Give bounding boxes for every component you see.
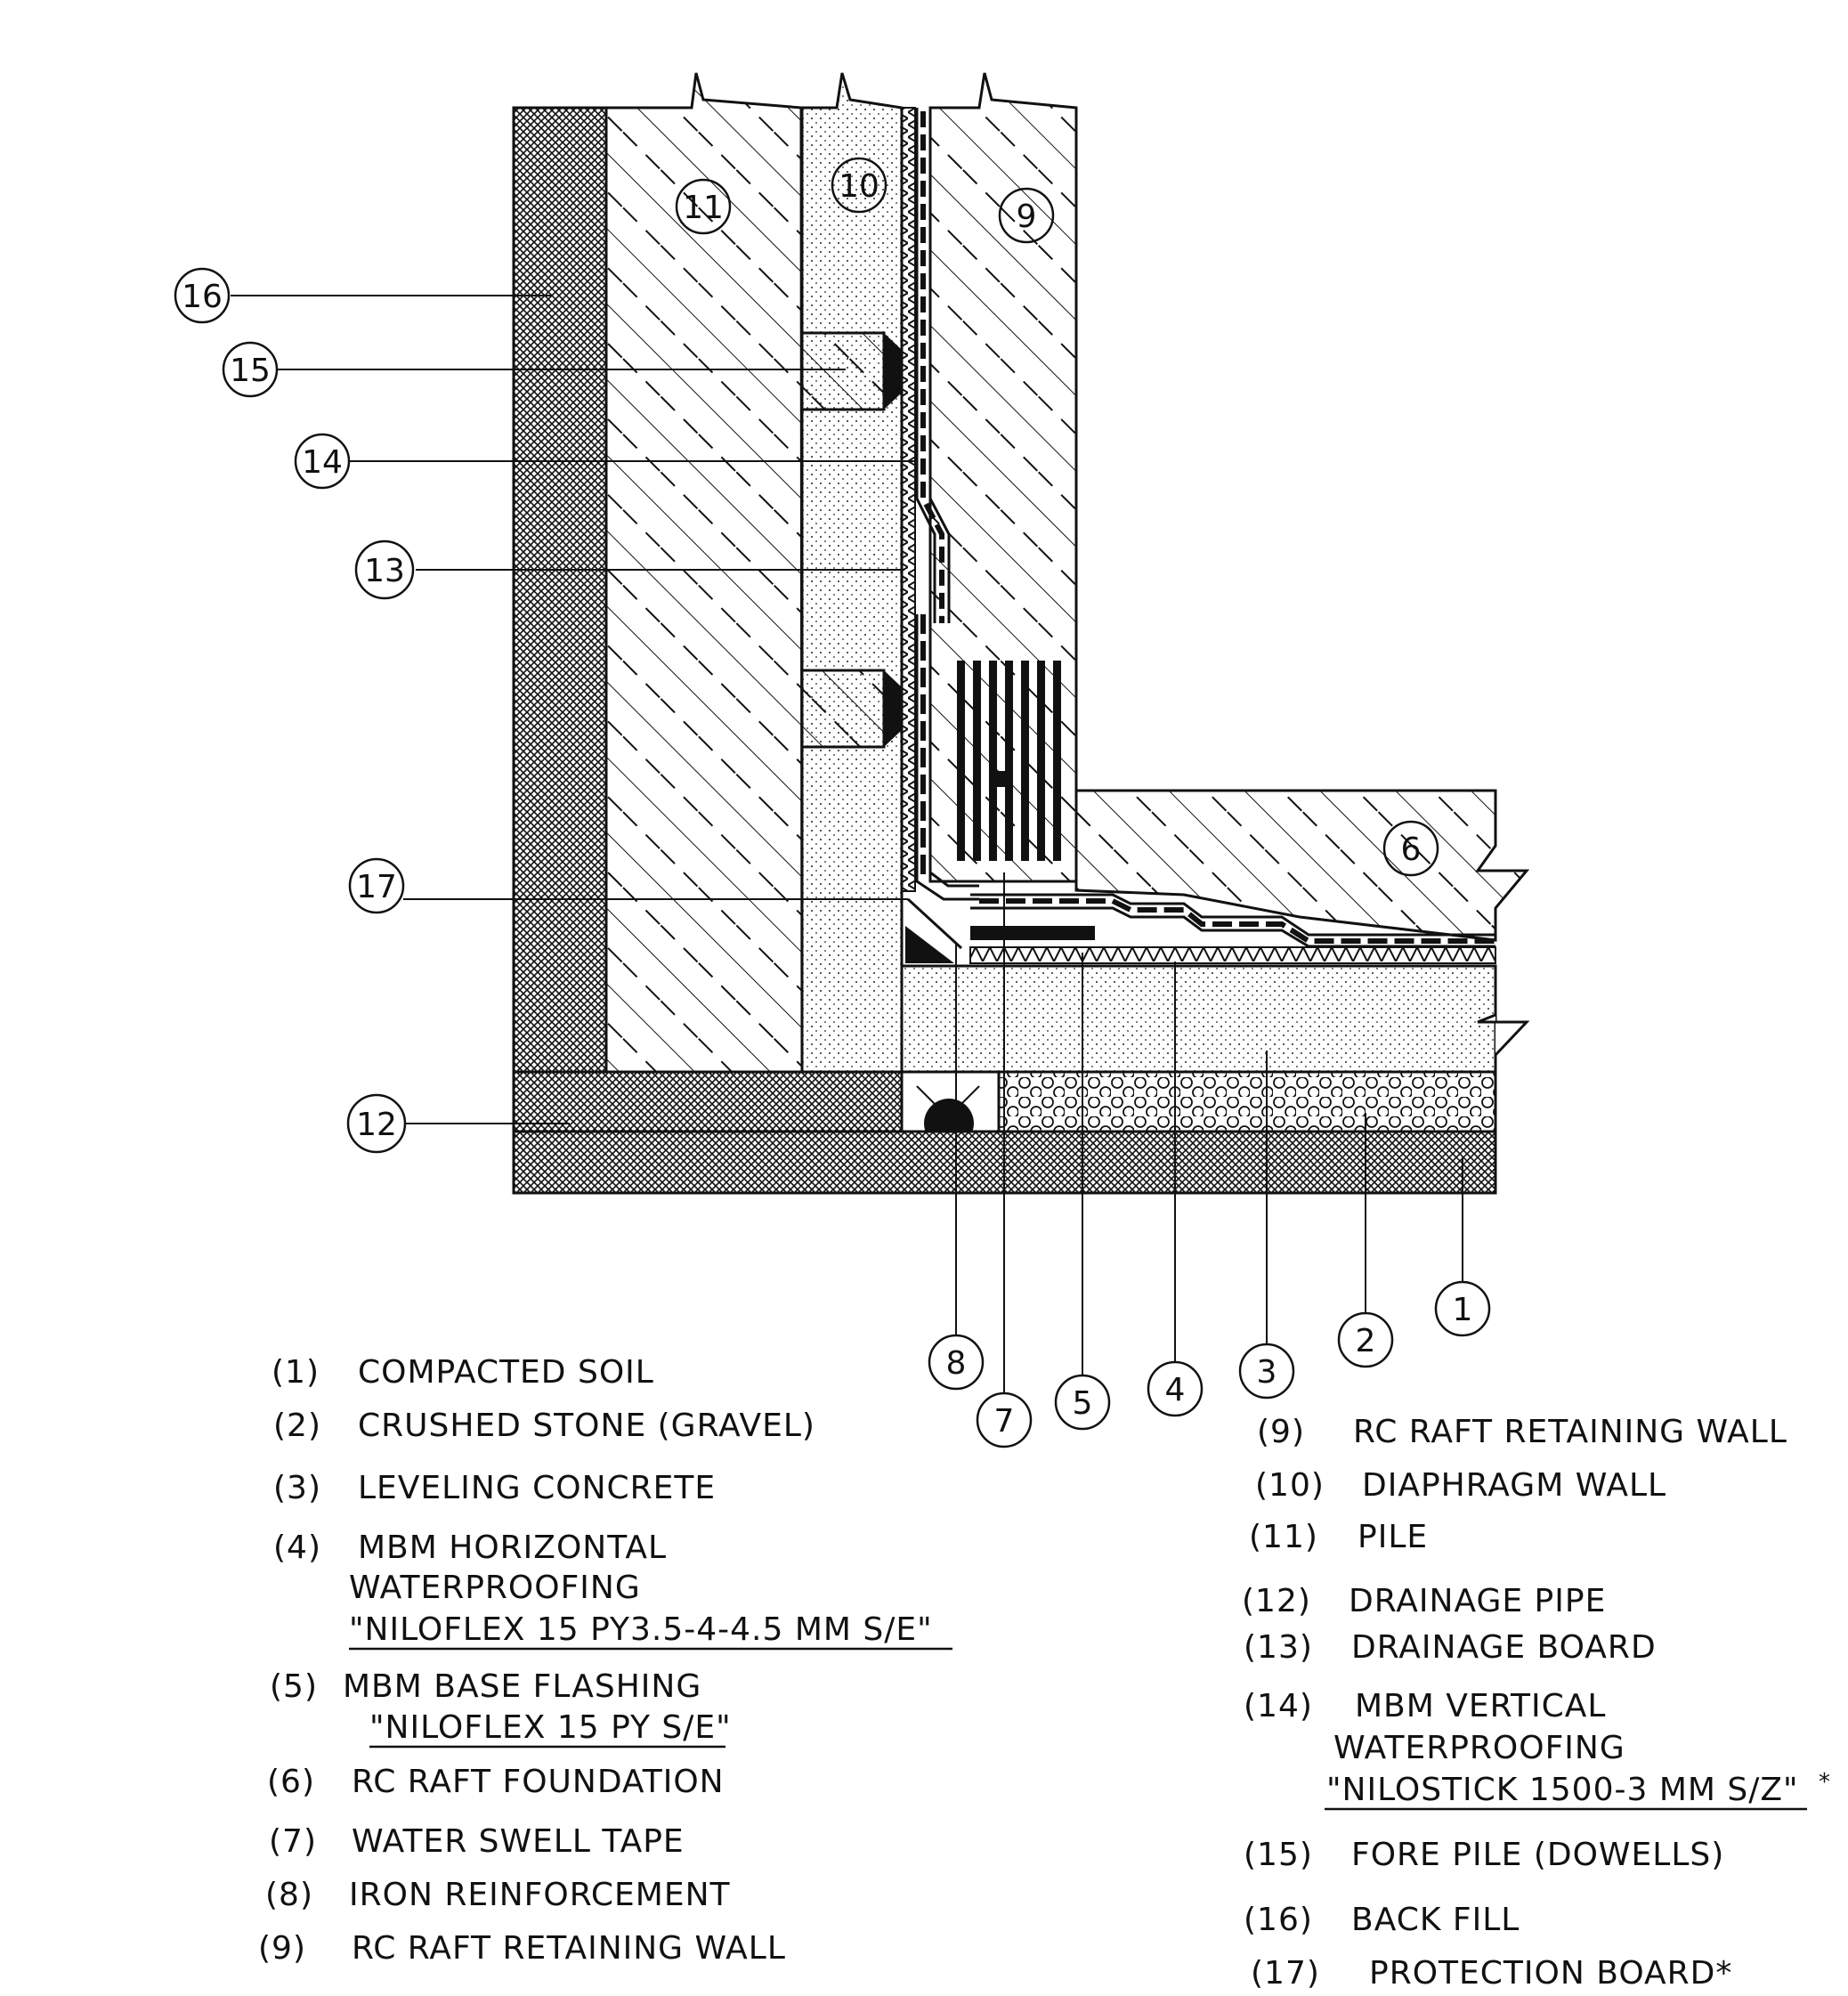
legend-num: (10) xyxy=(1255,1467,1325,1504)
raft-foundation-section xyxy=(1074,789,1530,942)
callout-7: 7 xyxy=(976,1392,1033,1448)
legend-num: (9) xyxy=(1257,1414,1305,1450)
svg-text:11: 11 xyxy=(683,190,724,226)
legend-label: DRAINAGE BOARD xyxy=(1351,1629,1657,1666)
leader-lines xyxy=(231,295,1463,1400)
svg-text:1: 1 xyxy=(1453,1292,1473,1328)
callout-8: 8 xyxy=(928,1334,985,1391)
svg-text:15: 15 xyxy=(230,353,271,389)
svg-text:8: 8 xyxy=(946,1345,967,1382)
legend-right: (9) RC RAFT RETAINING WALL (10) DIAPHRAG… xyxy=(1242,1414,1831,1992)
callout-5: 5 xyxy=(1054,1374,1111,1431)
svg-text:3: 3 xyxy=(1257,1354,1277,1391)
callout-11: 11 xyxy=(675,178,732,235)
legend-num: (1) xyxy=(272,1354,320,1391)
legend-num: (17) xyxy=(1251,1955,1320,1992)
iron-reinforcement xyxy=(957,661,1061,861)
legend-num: (16) xyxy=(1244,1902,1313,1938)
legend-label: "NILOSTICK 1500-3 MM S/Z" xyxy=(1326,1772,1799,1808)
legend-num: (8) xyxy=(265,1877,313,1913)
horizontal-waterproofing xyxy=(970,893,1495,948)
legend-label: COMPACTED SOIL xyxy=(358,1354,654,1391)
legend-label: RC RAFT FOUNDATION xyxy=(352,1764,725,1800)
legend-num: (15) xyxy=(1244,1837,1313,1873)
legend-label: WATERPROOFING xyxy=(349,1570,641,1606)
callout-12: 12 xyxy=(346,1093,407,1154)
svg-text:6: 6 xyxy=(1401,832,1422,868)
legend-num: (6) xyxy=(267,1764,315,1800)
legend-label: DIAPHRAGM WALL xyxy=(1362,1467,1666,1504)
legend-label: MBM BASE FLASHING xyxy=(343,1668,701,1705)
callout-9: 9 xyxy=(998,187,1055,244)
drainage-board-vertical xyxy=(901,107,916,892)
callout-10: 10 xyxy=(831,157,888,214)
callout-13: 13 xyxy=(354,540,415,600)
svg-text:4: 4 xyxy=(1165,1372,1186,1408)
fore-pile-dowel-lower xyxy=(800,669,901,749)
svg-text:17: 17 xyxy=(356,869,397,905)
asterisk-mark: * xyxy=(1819,1769,1831,1796)
legend-label: FORE PILE (DOWELLS) xyxy=(1351,1837,1724,1873)
gravel-layer xyxy=(997,1070,1497,1133)
legend-num: (9) xyxy=(258,1930,306,1967)
legend-label: RC RAFT RETAINING WALL xyxy=(1353,1414,1787,1450)
svg-text:9: 9 xyxy=(1017,199,1037,235)
svg-text:14: 14 xyxy=(302,444,343,481)
legend-num: (13) xyxy=(1244,1629,1313,1666)
legend-label: "NILOFLEX 15 PY3.5-4-4.5 MM S/E" xyxy=(349,1611,933,1648)
callout-15: 15 xyxy=(222,341,279,398)
callout-4: 4 xyxy=(1147,1360,1204,1417)
svg-text:12: 12 xyxy=(356,1107,397,1143)
diaphragm-wall-section xyxy=(800,72,904,1074)
callout-16: 16 xyxy=(174,267,231,324)
svg-text:5: 5 xyxy=(1073,1385,1093,1422)
callout-2: 2 xyxy=(1337,1311,1394,1368)
legend-label: PILE xyxy=(1358,1519,1428,1555)
callout-bubbles: 16 15 14 13 17 12 11 10 9 6 1 2 3 4 5 7 … xyxy=(174,157,1491,1448)
legend-num: (2) xyxy=(273,1408,321,1444)
legend-label: BACK FILL xyxy=(1351,1902,1520,1938)
protection-board-corner xyxy=(906,897,963,950)
svg-text:7: 7 xyxy=(994,1403,1015,1440)
callout-17: 17 xyxy=(348,857,405,914)
leveling-concrete-layer xyxy=(900,964,1497,1075)
svg-text:2: 2 xyxy=(1356,1323,1376,1359)
svg-text:13: 13 xyxy=(364,553,405,589)
legend-label: LEVELING CONCRETE xyxy=(358,1470,716,1506)
break-line xyxy=(1477,1013,1530,1057)
legend-label: "NILOFLEX 15 PY S/E" xyxy=(369,1709,732,1746)
legend-num: (5) xyxy=(270,1668,318,1705)
water-swell-tape xyxy=(970,926,1095,940)
drainage-board-horizontal xyxy=(969,946,1496,964)
legend-label: DRAINAGE PIPE xyxy=(1349,1583,1606,1619)
compacted-soil-under-wall xyxy=(512,1070,904,1133)
legend-label: WATERPROOFING xyxy=(1333,1730,1625,1766)
legend-label: MBM HORIZONTAL xyxy=(358,1529,667,1566)
vertical-waterproofing xyxy=(915,108,979,901)
legend-label: CRUSHED STONE (GRAVEL) xyxy=(358,1408,815,1444)
legend-left: (1) COMPACTED SOIL (2) CRUSHED STONE (GR… xyxy=(258,1354,952,1967)
callout-6: 6 xyxy=(1382,820,1439,877)
corner-fillet xyxy=(905,926,954,963)
svg-text:10: 10 xyxy=(839,168,879,205)
fore-pile-dowel-upper xyxy=(800,331,901,411)
back-fill-layer xyxy=(512,106,608,1074)
callout-14: 14 xyxy=(294,433,351,490)
legend-num: (14) xyxy=(1244,1688,1313,1724)
legend-num: (4) xyxy=(273,1529,321,1566)
legend-label: MBM VERTICAL xyxy=(1355,1688,1606,1724)
svg-text:16: 16 xyxy=(182,279,223,315)
legend-num: (12) xyxy=(1242,1583,1311,1619)
legend-label: WATER SWELL TAPE xyxy=(352,1823,685,1860)
legend-num: (3) xyxy=(273,1470,321,1506)
legend-label: IRON REINFORCEMENT xyxy=(349,1877,731,1913)
legend-label: RC RAFT RETAINING WALL xyxy=(352,1930,786,1967)
callout-3: 3 xyxy=(1238,1343,1295,1400)
legend-num: (11) xyxy=(1249,1519,1318,1555)
legend-num: (7) xyxy=(269,1823,317,1860)
callout-1: 1 xyxy=(1434,1280,1491,1337)
legend-label: PROTECTION BOARD* xyxy=(1369,1955,1732,1992)
